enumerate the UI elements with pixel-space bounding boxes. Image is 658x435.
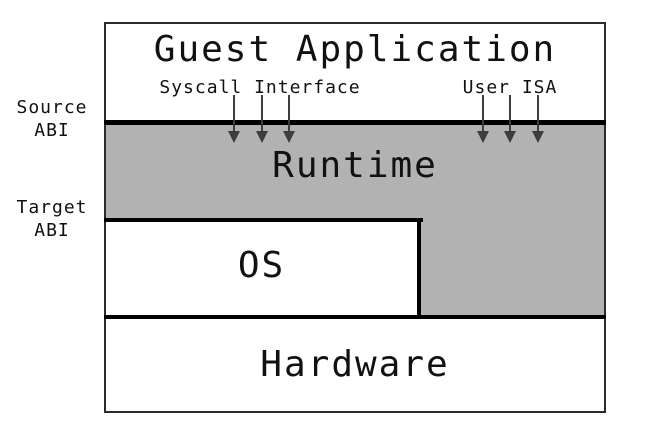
down-arrow-icon xyxy=(283,95,295,143)
runtime-label: Runtime xyxy=(272,145,438,186)
down-arrow-icon xyxy=(477,95,489,143)
os-right-border xyxy=(417,218,421,315)
source-abi-line xyxy=(104,120,606,125)
down-arrow-icon xyxy=(532,95,544,143)
hardware-region: Hardware xyxy=(106,319,604,411)
source-abi-label: Source ABI xyxy=(16,97,88,141)
hardware-label: Hardware xyxy=(260,344,450,385)
target-abi-label: Target ABI xyxy=(16,197,88,241)
hardware-divider-line xyxy=(104,315,606,319)
os-label: OS xyxy=(237,245,286,286)
down-arrow-icon xyxy=(228,95,240,143)
target-abi-line xyxy=(104,218,423,222)
guest-application-label: Guest Application xyxy=(153,29,557,70)
user-isa-label: User ISA xyxy=(462,77,558,98)
machine-box: Guest Application Syscall Interface User… xyxy=(104,22,606,413)
syscall-interface-label: Syscall Interface xyxy=(159,77,361,98)
down-arrow-icon xyxy=(256,95,268,143)
os-box: OS xyxy=(106,218,417,315)
down-arrow-icon xyxy=(504,95,516,143)
